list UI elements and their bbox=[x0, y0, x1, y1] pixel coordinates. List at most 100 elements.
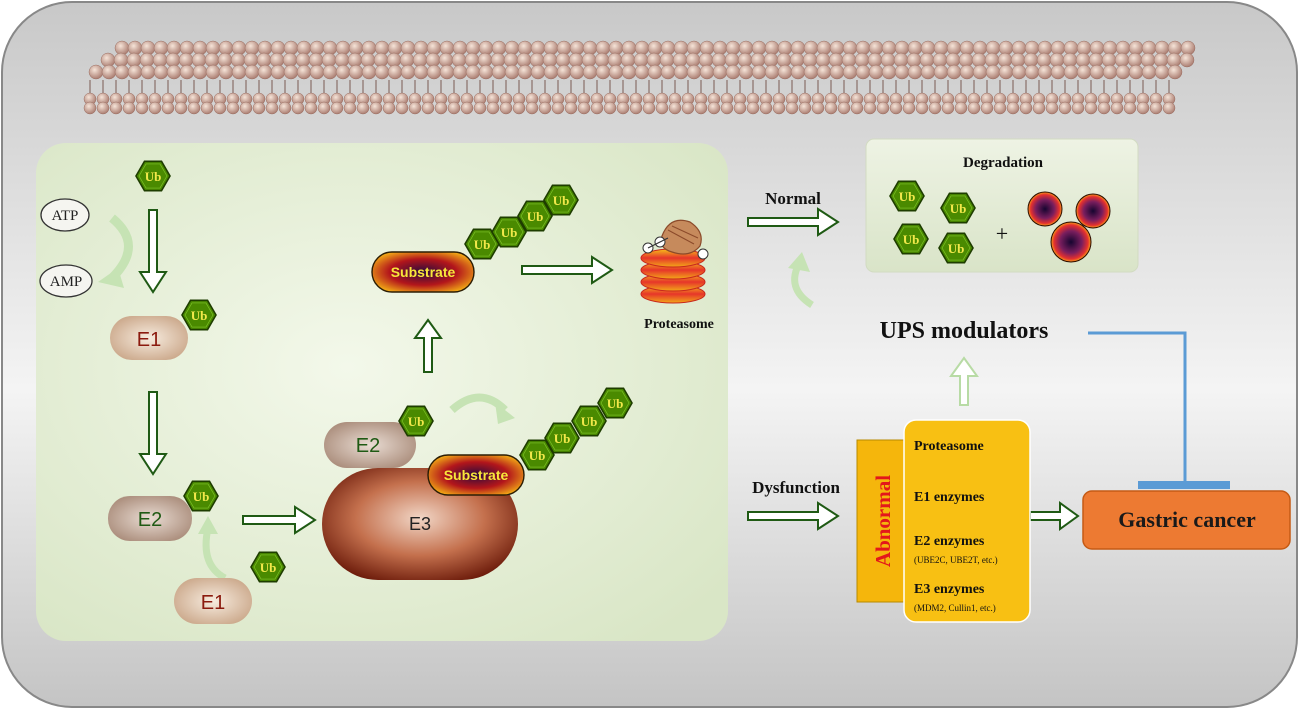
abnormal-tab bbox=[856, 439, 908, 603]
lipid-head bbox=[205, 64, 221, 80]
lipid-head bbox=[96, 101, 110, 115]
lipid-head bbox=[681, 101, 695, 115]
atp-to-amp-arrowhead bbox=[98, 268, 124, 288]
lipid-head bbox=[785, 101, 799, 115]
cell-membrane bbox=[83, 40, 1196, 115]
lipid-head bbox=[577, 101, 591, 115]
lipid-head bbox=[1063, 64, 1079, 80]
e2-enzyme-on-e3 bbox=[324, 422, 416, 468]
ub-label: Ub bbox=[260, 560, 277, 575]
ub-hexagon: Ub bbox=[938, 232, 974, 264]
lipid-head bbox=[153, 64, 169, 80]
lipid-head bbox=[1089, 64, 1105, 80]
lipid-head bbox=[486, 101, 500, 115]
lipid-head bbox=[1123, 101, 1137, 115]
lipid-head bbox=[400, 64, 416, 80]
lipid-head bbox=[499, 101, 513, 115]
ub-hexagon: Ub bbox=[544, 422, 580, 454]
lipid-head bbox=[720, 101, 734, 115]
lipid-head bbox=[621, 64, 637, 80]
lipid-head bbox=[447, 101, 461, 115]
lipid-head bbox=[876, 101, 890, 115]
lipid-head bbox=[569, 64, 585, 80]
ub-label: Ub bbox=[529, 448, 546, 463]
lipid-head bbox=[686, 64, 702, 80]
lipid-head bbox=[764, 64, 780, 80]
lipid-head bbox=[998, 64, 1014, 80]
lipid-head bbox=[564, 101, 578, 115]
lipid-head bbox=[811, 101, 825, 115]
lipid-head bbox=[616, 101, 630, 115]
e1-label: E1 bbox=[137, 329, 161, 351]
lipid-head bbox=[772, 101, 786, 115]
lipid-head bbox=[1058, 101, 1072, 115]
peptide-fragment-1 bbox=[1027, 191, 1063, 227]
ub-hexagon: Ub bbox=[181, 299, 217, 331]
lipid-head bbox=[1128, 64, 1144, 80]
lipid-head bbox=[374, 64, 390, 80]
lipid-head bbox=[434, 101, 448, 115]
lipid-head bbox=[452, 64, 468, 80]
lipid-head bbox=[239, 101, 253, 115]
ub-hexagon: Ub bbox=[135, 160, 171, 192]
lipid-head bbox=[668, 101, 682, 115]
lipid-head bbox=[1149, 101, 1163, 115]
substrate-upper-label: Substrate bbox=[391, 264, 456, 280]
lipid-head bbox=[725, 64, 741, 80]
lipid-head bbox=[408, 101, 422, 115]
lipid-head bbox=[543, 64, 559, 80]
abnormal-label: Abnormal bbox=[871, 475, 895, 567]
lipid-head bbox=[174, 101, 188, 115]
lipid-head bbox=[985, 64, 1001, 80]
lipid-head bbox=[707, 101, 721, 115]
lipid-head bbox=[382, 101, 396, 115]
amp-label: AMP bbox=[50, 274, 83, 290]
lipid-head bbox=[88, 64, 104, 80]
ub-to-e1-arrow bbox=[138, 209, 168, 294]
peptide-fragment-2 bbox=[1075, 193, 1111, 229]
lipid-head bbox=[1136, 101, 1150, 115]
substrate-to-proteasome-arrow bbox=[521, 255, 614, 285]
lipid-head bbox=[855, 64, 871, 80]
abnormal-to-modulators-arrow bbox=[949, 356, 979, 406]
lipid-head bbox=[868, 64, 884, 80]
lipid-head bbox=[582, 64, 598, 80]
lipid-head bbox=[1167, 64, 1183, 80]
ub-hexagon: Ub bbox=[519, 439, 555, 471]
lipid-head bbox=[504, 64, 520, 80]
lipid-head bbox=[244, 64, 260, 80]
lipid-head bbox=[322, 64, 338, 80]
lipid-head bbox=[842, 64, 858, 80]
lipid-head bbox=[148, 101, 162, 115]
lipid-head bbox=[837, 101, 851, 115]
substrate-upper bbox=[371, 251, 475, 293]
e1-to-e2-arrowhead bbox=[198, 516, 218, 534]
lipid-head bbox=[525, 101, 539, 115]
lipid-head bbox=[1071, 101, 1085, 115]
lipid-head bbox=[803, 64, 819, 80]
lipid-head bbox=[265, 101, 279, 115]
lipid-head bbox=[395, 101, 409, 115]
peptide-fragment-3 bbox=[1050, 221, 1092, 263]
lipid-head bbox=[660, 64, 676, 80]
lipid-head bbox=[1115, 64, 1131, 80]
abnormal-list-box bbox=[903, 419, 1031, 623]
lipid-head bbox=[278, 101, 292, 115]
proteasome-label: Proteasome bbox=[644, 317, 714, 332]
e2-enzyme bbox=[108, 496, 192, 541]
lipid-head bbox=[291, 101, 305, 115]
lipid-head bbox=[426, 64, 442, 80]
ub-hexagon: Ub bbox=[183, 480, 219, 512]
lipid-head bbox=[140, 64, 156, 80]
e1-lower-label: E1 bbox=[201, 592, 225, 614]
lipid-head bbox=[335, 64, 351, 80]
lipid-head bbox=[83, 101, 97, 115]
lipid-head bbox=[634, 64, 650, 80]
lipid-head bbox=[421, 101, 435, 115]
abnormal-item-e2-detail: (UBE2C, UBE2T, etc.) bbox=[914, 555, 998, 565]
lipid-head bbox=[257, 64, 273, 80]
lipid-head bbox=[348, 64, 364, 80]
lipid-head bbox=[200, 101, 214, 115]
e3-enzyme bbox=[322, 468, 518, 580]
